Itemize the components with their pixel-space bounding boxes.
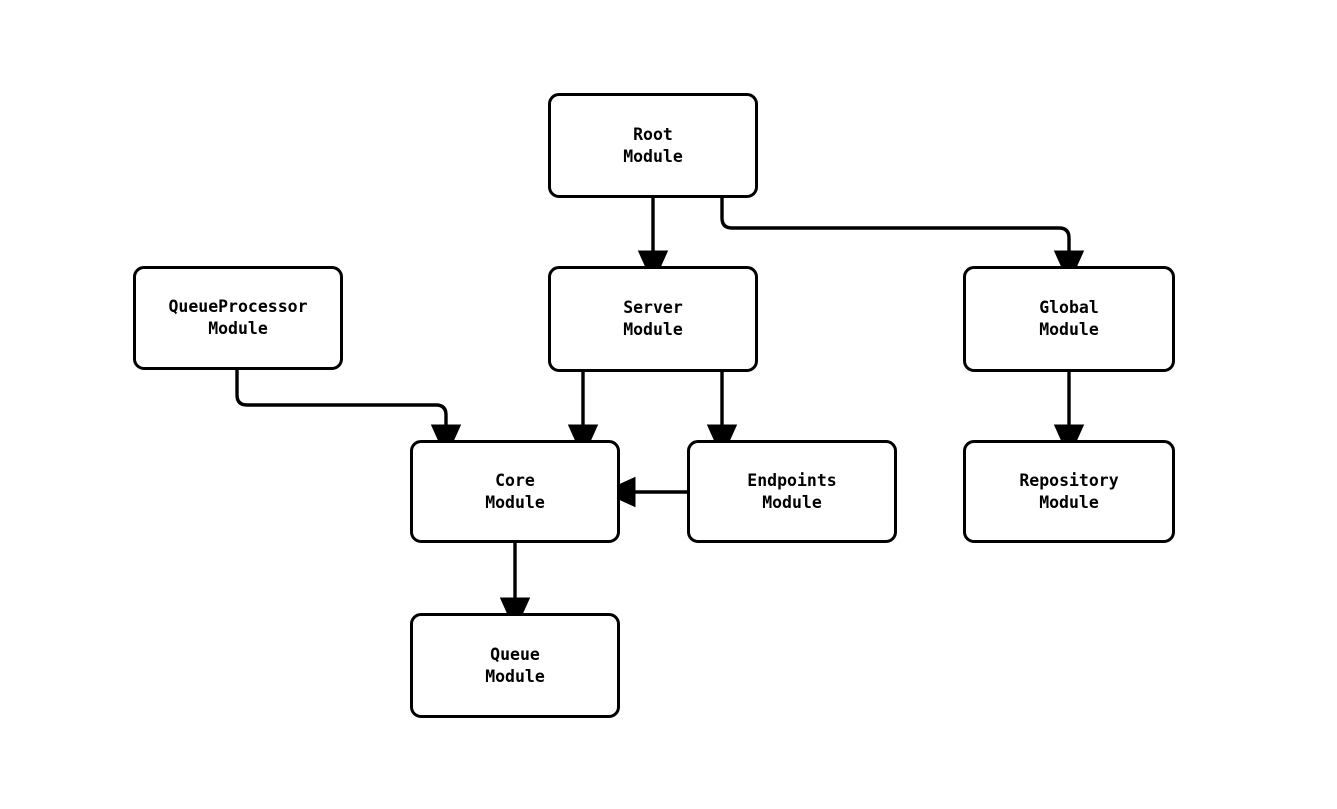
edge-queueprocessor-core — [235, 370, 462, 459]
node-label-endpoints-module: Endpoints Module — [747, 470, 837, 512]
node-server-module[interactable]: Server Module — [548, 266, 758, 372]
node-label-core-module: Core Module — [485, 470, 545, 512]
edge-root-global — [720, 198, 1085, 285]
node-core-module[interactable]: Core Module — [410, 440, 620, 543]
node-label-repository-module: Repository Module — [1019, 470, 1119, 512]
node-label-queue-module: Queue Module — [485, 644, 545, 686]
node-label-root-module: Root Module — [623, 124, 683, 166]
node-label-global-module: Global Module — [1039, 298, 1099, 339]
node-queueprocessor-module[interactable]: QueueProcessor Module — [133, 266, 343, 370]
node-queue-module[interactable]: Queue Module — [410, 613, 620, 718]
node-label-queueprocessor-module: QueueProcessor Module — [168, 297, 308, 338]
node-global-module[interactable]: Global Module — [963, 266, 1175, 372]
node-label-server-module: Server Module — [623, 298, 683, 339]
node-endpoints-module[interactable]: Endpoints Module — [687, 440, 897, 543]
node-repository-module[interactable]: Repository Module — [963, 440, 1175, 543]
node-root-module[interactable]: Root Module — [548, 93, 758, 198]
